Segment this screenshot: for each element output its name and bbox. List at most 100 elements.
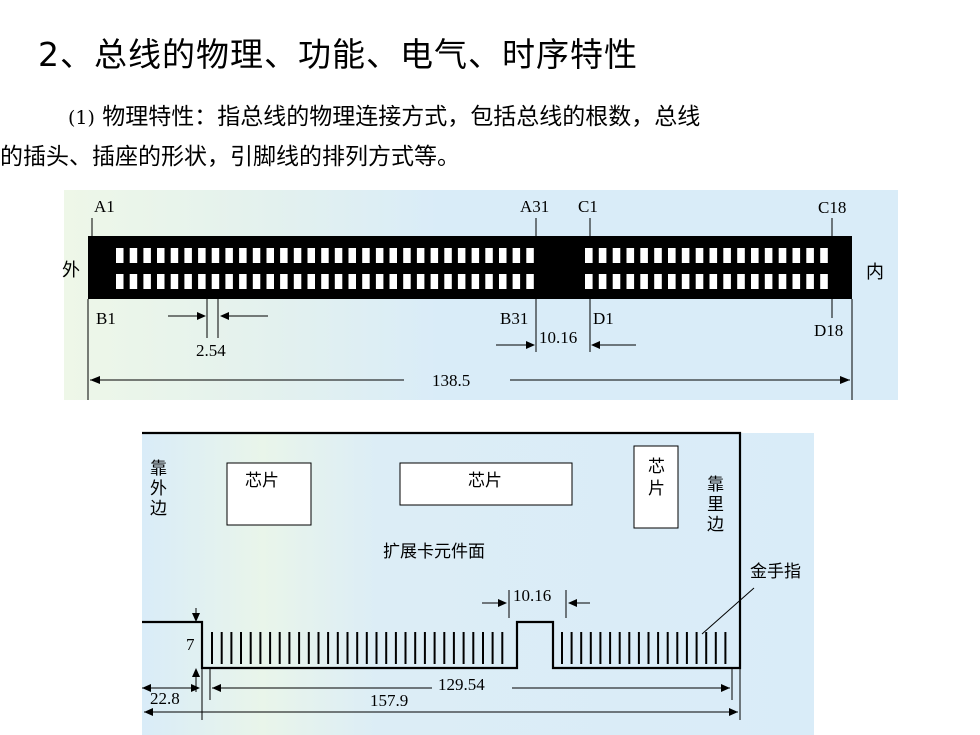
pin-slot (778, 274, 787, 289)
paragraph-text-1: 物理特性：指总线的物理连接方式，包括总线的根数，总线 (102, 104, 701, 130)
pin-slot (695, 274, 704, 289)
pin-slot (640, 274, 648, 289)
pin-slot (457, 248, 466, 263)
pin-slot (143, 274, 151, 289)
pin-slot (280, 248, 288, 263)
pin-slot (307, 274, 315, 289)
pin-slot (362, 248, 370, 263)
pin-slot (116, 248, 124, 263)
pin-slot (334, 274, 343, 289)
pin-slot (499, 274, 507, 289)
connector-arrowheads (90, 312, 850, 384)
pin-label-a31: A31 (520, 197, 549, 216)
gold-fingers (211, 632, 727, 664)
pin-slot (598, 248, 607, 263)
dim-gap: 10.16 (539, 328, 577, 347)
pin-slot (362, 274, 370, 289)
outer-edge-label-1: 靠 (150, 459, 167, 479)
pin-slot (626, 248, 635, 263)
dim-finger-span: 129.54 (438, 675, 485, 694)
pin-slot (751, 248, 759, 263)
pin-slot (348, 274, 356, 289)
pin-slot (403, 274, 411, 289)
pin-slot (792, 248, 801, 263)
pin-slot (709, 274, 718, 289)
pin-slot (681, 248, 690, 263)
pin-slot (416, 248, 425, 263)
pin-slot (170, 274, 179, 289)
dim-offset: 22.8 (150, 689, 180, 708)
pin-slot (764, 248, 773, 263)
pin-slot (225, 274, 233, 289)
pin-slot (211, 274, 220, 289)
side-label-inner: 内 (866, 262, 884, 283)
pin-slot (375, 248, 384, 263)
pin-slot (198, 248, 206, 263)
card-outline (142, 431, 742, 670)
pin-slot (266, 274, 274, 289)
chip-1-label: 芯片 (245, 471, 279, 491)
card-arrowheads (142, 599, 738, 716)
pin-slot (654, 274, 662, 289)
pin-slot (184, 274, 192, 289)
pin-slot (444, 248, 452, 263)
pin-slot (129, 248, 138, 263)
pin-slot (640, 248, 648, 263)
chip-3 (633, 445, 679, 529)
pin-slot (252, 248, 261, 263)
inner-edge-label-2: 里 (707, 495, 724, 515)
pin-slot (307, 248, 315, 263)
pin-slot (252, 274, 261, 289)
pin-slot (764, 274, 773, 289)
pin-slot (116, 274, 124, 289)
gold-finger-leader (701, 587, 755, 635)
pin-slot (723, 248, 731, 263)
dim-finger-height: 7 (186, 635, 195, 654)
pin-slot (416, 274, 425, 289)
connector-pins (116, 248, 828, 289)
pin-label-b1: B1 (96, 309, 116, 328)
pin-slot (375, 274, 384, 289)
pin-slot (170, 248, 179, 263)
pin-slot (334, 248, 343, 263)
pin-slot (293, 274, 302, 289)
pin-label-c1: C1 (578, 197, 598, 216)
pin-slot (512, 248, 521, 263)
pin-slot (239, 274, 247, 289)
gold-finger-label: 金手指 (750, 562, 801, 582)
pin-slot (266, 248, 274, 263)
pin-slot (157, 248, 165, 263)
pin-slot (157, 274, 165, 289)
pin-slot (389, 274, 397, 289)
pin-slot (709, 248, 718, 263)
pin-slot (321, 248, 329, 263)
paragraph-number: (1) (68, 107, 95, 129)
pin-slot (585, 274, 593, 289)
pin-slot (225, 248, 233, 263)
paragraph-line-2: 的插头、插座的形状，引脚线的排列方式等。 (0, 144, 460, 170)
pin-slot (820, 274, 828, 289)
pin-slot (430, 248, 439, 263)
pin-slot (211, 248, 220, 263)
pin-slot (444, 274, 452, 289)
pin-slot (471, 248, 480, 263)
pin-slot (612, 248, 621, 263)
paragraph-line-1: (1) 物理特性：指总线的物理连接方式，包括总线的根数，总线 (68, 97, 700, 131)
pin-slot (806, 274, 814, 289)
component-side-label: 扩展卡元件面 (383, 542, 485, 562)
pin-slot (526, 274, 534, 289)
pin-slot (293, 248, 302, 263)
dim-total-length: 138.5 (432, 371, 470, 390)
pin-slot (723, 274, 731, 289)
pin-slot (612, 274, 621, 289)
pin-slot (129, 274, 138, 289)
connector-diagram: A1 A31 C1 C18 B1 B31 D1 D18 外 内 2.54 10.… (62, 190, 898, 400)
pin-label-d18: D18 (814, 321, 843, 340)
pin-slot (820, 248, 828, 263)
outer-edge-label-3: 边 (150, 499, 167, 519)
side-label-outer: 外 (62, 260, 80, 281)
expansion-card-diagram: 芯片 芯片 芯 片 靠 外 边 靠 里 边 扩展卡元件面 金手指 (142, 431, 814, 735)
pin-slot (485, 248, 493, 263)
pin-slot (598, 274, 607, 289)
